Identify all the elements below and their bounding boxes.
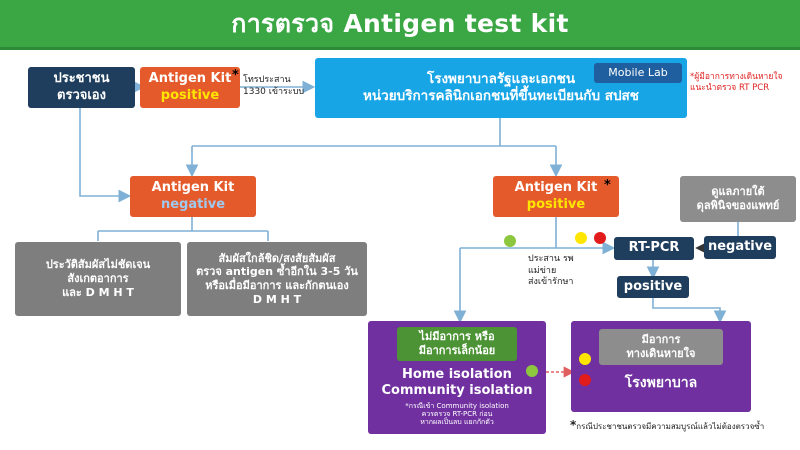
green-dot: [526, 365, 538, 377]
call-1330-note: โทรประสาน 1330 เข้าระบบ: [243, 75, 305, 97]
line-negative-split: [97, 217, 269, 241]
unclear-contact-box: ประวัติสัมผัสไม่ชัดเจน สังเกตอาการ และ D…: [15, 242, 181, 316]
home-isolation-label: Home isolation: [402, 367, 512, 382]
mild-symptom-box: ไม่มีอาการ หรือ มีอาการเล็กน้อย: [397, 327, 517, 361]
respiratory-symptom-box: มีอาการ ทางเดินหายใจ: [599, 329, 723, 365]
doctor-discretion-box: ดูแลภายใต้ ดุลพินิจของแพทย์: [680, 176, 796, 222]
line-self-to-negative: [79, 108, 132, 203]
close-contact-box: สัมผัสใกล้ชิด/สงสัยสัมผัส ตรวจ antigen ซ…: [187, 242, 367, 316]
antigen-negative-box: Antigen Kit negative: [130, 176, 256, 217]
line-positive-hospital: [652, 298, 727, 324]
yellow-dot: [579, 353, 591, 365]
community-isolation-note: *กรณีเข้า Community isolation ควรตรวจ RT…: [405, 401, 509, 427]
rtpcr-negative-box: negative: [704, 236, 776, 259]
self-test-box: ประชาชน ตรวจเอง: [28, 67, 135, 108]
line-positive-down: [460, 217, 602, 320]
green-dot: [504, 235, 516, 247]
coordinate-referral-note: ประสาน รพ แม่ข่าย ส่งเข้ารักษา: [528, 254, 574, 288]
red-dot: [594, 232, 606, 244]
star-mark: *: [604, 178, 611, 193]
antigen-positive-mid-box: Antigen Kit positive: [493, 176, 619, 217]
rtpcr-box: RT-PCR: [614, 237, 694, 260]
rtpcr-positive-box: positive: [617, 276, 689, 298]
hospital-label: โรงพยาบาล: [624, 375, 698, 391]
community-isolation-label: Community isolation: [381, 383, 533, 399]
isolation-box: ไม่มีอาการ หรือ มีอาการเล็กน้อย Home iso…: [368, 321, 546, 434]
yellow-dot: [575, 232, 587, 244]
header-banner: การตรวจ Antigen test kit: [0, 0, 800, 50]
hospital-care-box: มีอาการ ทางเดินหายใจ โรงพยาบาล: [571, 321, 751, 412]
red-dot: [579, 374, 591, 386]
mobile-lab-badge: Mobile Lab: [594, 63, 682, 83]
rtpcr-recommend-note: *ผู้มีอาการทางเดินหายใจ แนะนำตรวจ RT PCR: [690, 72, 783, 94]
star-mark: *: [232, 68, 239, 83]
antigen-positive-top-box: Antigen Kit positive: [140, 67, 240, 108]
hospital-registry-box: โรงพยาบาลรัฐและเอกชน หน่วยบริการคลินิกเอ…: [315, 58, 687, 118]
footnote: *กรณีประชาชนตรวจมีความสมบูรณ์แล้วไม่ต้อง…: [570, 418, 765, 432]
line-hospital-split: [191, 118, 557, 173]
page-title: การตรวจ Antigen test kit: [231, 8, 569, 38]
